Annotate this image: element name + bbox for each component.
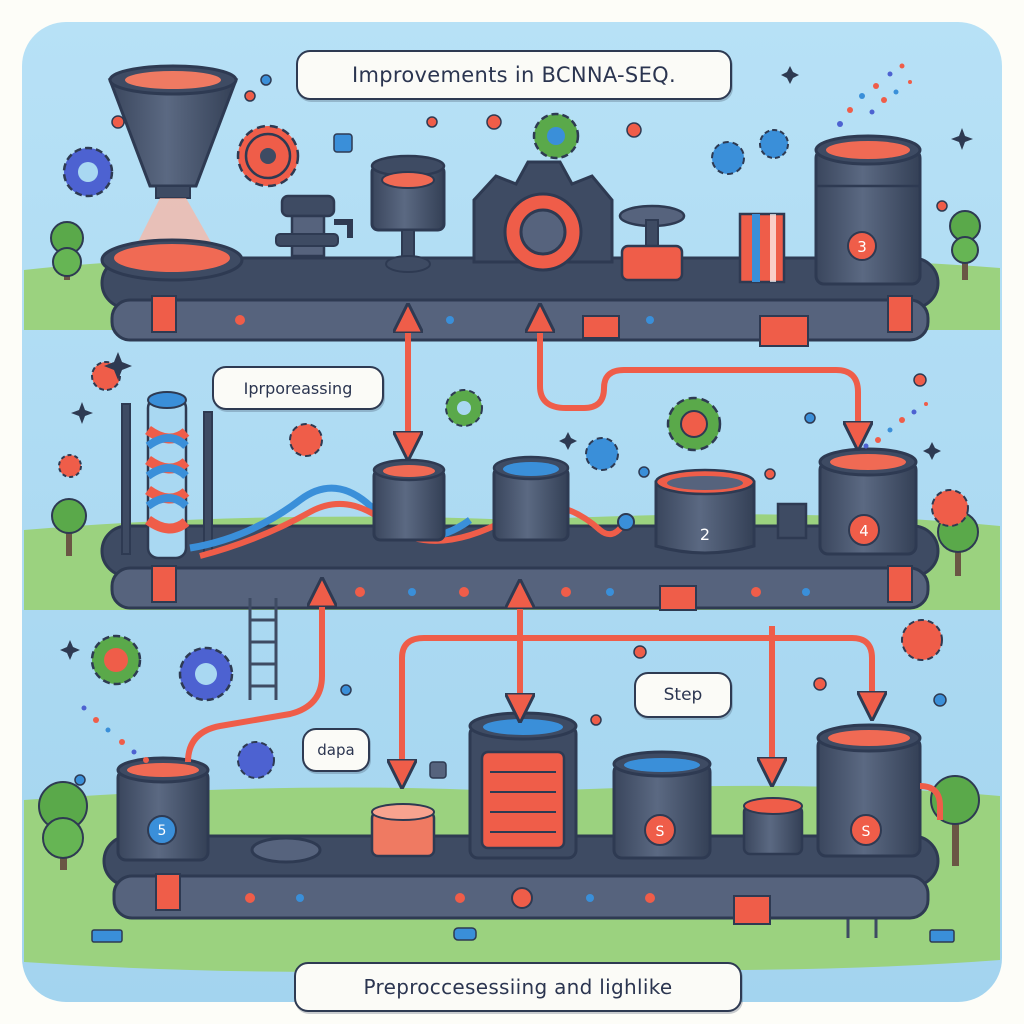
screen-panel [776,502,808,540]
dapa-label: dapa [302,728,370,772]
tree-icon [51,498,87,556]
tank-right-s-number: S [862,824,871,840]
gear-icon [178,646,234,702]
gear-icon [585,437,619,471]
tower [121,391,213,560]
tank-4 [818,447,918,556]
valve-machine [275,194,353,258]
tank-5 [116,756,210,862]
drum-2-number: 2 [700,525,710,544]
ground-block [91,929,123,943]
striped-column [738,212,786,284]
gear-machine [472,160,614,272]
small-cup [742,797,804,856]
ladder [248,598,278,700]
funnel [100,64,244,282]
tree-icon [50,221,84,280]
preprocessing-label: Iprporeassing [212,366,384,410]
ground-block [929,929,955,943]
sparkle-icons [60,66,973,660]
arrow-loop-top [540,318,858,436]
gear-icon [901,619,943,661]
tank-5-number: 5 [158,823,167,839]
arrow-loop-bottom [402,635,872,774]
tree-icon [949,210,981,280]
tank-4-number: 4 [859,522,869,540]
stand-machine [618,204,686,282]
tree-icon [38,781,88,870]
gear-icon [931,489,969,527]
ring-fitting [250,836,322,864]
gear-icon [289,423,323,457]
gear-icon [759,129,789,159]
particles-bottom-left [81,705,149,763]
particles-top-right [837,63,912,127]
gear-icon [532,112,580,160]
drum-striped [468,711,578,860]
particles-mid-right [863,402,928,449]
gear-icon [90,634,142,686]
gear-icon [237,741,275,779]
tank-3-number: 3 [857,238,867,256]
arrow-up-left [185,592,322,763]
tank-3 [814,134,922,286]
gear-icon [236,124,300,188]
gear-icon [711,141,745,175]
cylinder-red-top [372,458,446,542]
bottom-caption: Preproccesessiing and lighlike [294,962,742,1012]
gear-icon [666,396,722,452]
gear-icon [445,389,483,427]
gear-icon [62,146,114,198]
press-machine [370,154,446,273]
tank-mid-s-number: S [656,824,665,840]
scattered-dots [74,74,948,786]
cable-end [617,513,635,531]
diagram-title: Improvements in BCNNA-SEQ. [296,50,732,100]
cylinder-blue-top [492,455,570,542]
sample-block [370,803,436,858]
ground-block [453,927,477,941]
tank-mid-s [612,750,712,860]
drum-2 [654,468,756,555]
gear-icon [58,454,82,478]
step-label: Step [634,672,732,718]
